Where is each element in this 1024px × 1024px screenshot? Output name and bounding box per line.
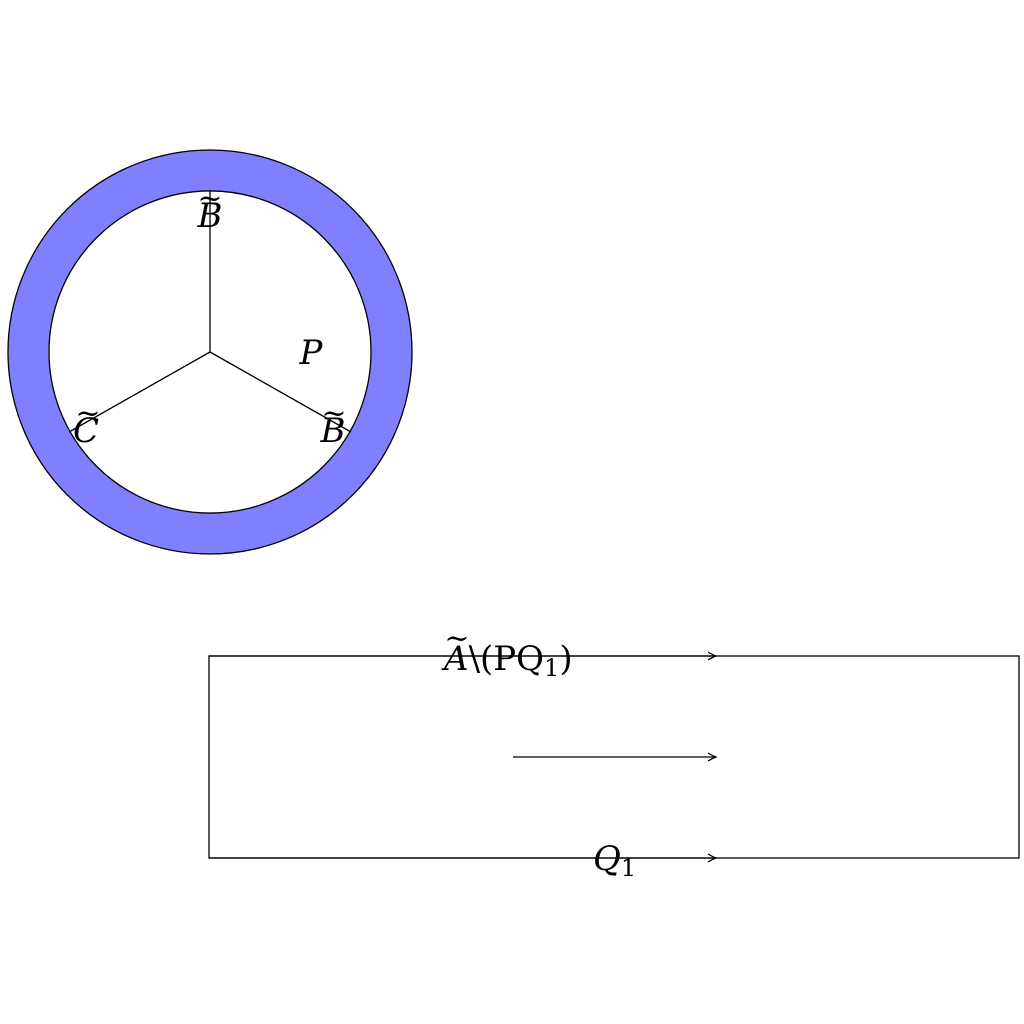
- spoke-left: [68, 351, 211, 433]
- label-a-accent: ~: [444, 621, 469, 656]
- annulus: [7, 149, 413, 555]
- rectangle-strip: [208, 656, 1020, 858]
- label-b-right-accent: ~: [321, 396, 346, 431]
- spoke-right: [209, 351, 352, 433]
- label-b-right: ~ B: [320, 396, 347, 451]
- label-p: P: [299, 333, 324, 373]
- label-b-right-text: B: [320, 411, 346, 451]
- label-a-rest: \(PQ: [469, 639, 544, 679]
- label-a-subscript: 1: [544, 654, 559, 682]
- label-a-close: ): [559, 639, 572, 679]
- spokes: [68, 191, 352, 433]
- label-a-expression: A\(PQ1): [441, 639, 573, 682]
- annulus-band: [7, 149, 413, 555]
- label-a-minus-pq1: ~ A\(PQ1): [441, 621, 573, 682]
- label-q1-subscript: 1: [621, 854, 636, 882]
- label-b-top-accent: ~: [197, 181, 222, 216]
- label-b-top: ~ B: [197, 181, 223, 236]
- label-q1: Q1: [593, 839, 636, 882]
- label-q1-base: Q: [593, 839, 621, 879]
- label-c-left-text: C: [73, 411, 99, 451]
- label-a-base: A: [441, 639, 469, 679]
- label-b-top-text: B: [197, 196, 223, 236]
- label-c-left: ~ C: [73, 396, 101, 451]
- label-c-left-accent: ~: [75, 396, 100, 431]
